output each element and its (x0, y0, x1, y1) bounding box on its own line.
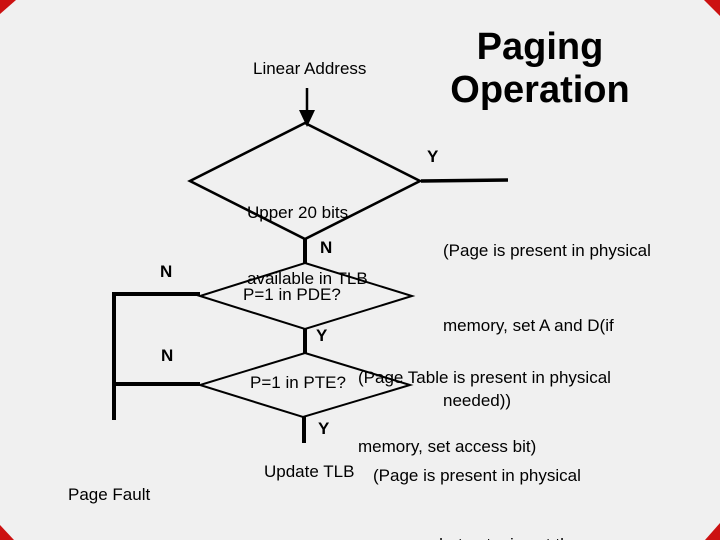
tlb-yes-branch-line (420, 178, 509, 183)
note-pte-hit-line-2: memory but entry is not there (373, 533, 605, 540)
update-tlb-label: Update TLB (264, 462, 355, 481)
tlb-yes-label: Y (427, 147, 439, 166)
slide-title-line-1: Paging (476, 26, 604, 68)
corner-accent-bottom-left (0, 525, 14, 540)
note-pde-hit-line-2: memory, set access bit) (358, 437, 537, 456)
tlb-no-label: N (320, 238, 333, 257)
pte-yes-label: Y (318, 419, 330, 438)
note-tlb-hit-line-1: (Page is present in physical (443, 241, 651, 260)
note-tlb-hit-line-2: memory, set A and D(if (443, 316, 614, 335)
diamond-tlb-label-line-2: available in TLB (247, 269, 368, 288)
diamond-tlb-label: Upper 20 bits available in TLB (247, 158, 368, 334)
corner-accent-top-left (0, 0, 16, 14)
corner-accent-bottom-right (705, 523, 720, 540)
slide-title-line-2: Operation (450, 69, 630, 111)
linear-address-label: Linear Address (253, 59, 367, 78)
note-pte-hit-line-1: (Page is present in physical (373, 466, 581, 485)
note-tlb-hit-line-3: needed)) (443, 391, 512, 410)
pte-no-label: N (161, 346, 174, 365)
note-pte-hit: (Page is present in physical memory but … (373, 418, 605, 540)
down-arrowhead-icon (299, 110, 315, 127)
diamond-pde-label: P=1 in PDE? (243, 285, 341, 304)
page-fault-exception-label: Page Fault Exception (68, 437, 150, 540)
diamond-pte-label: P=1 in PTE? (250, 373, 346, 392)
slide-title: Paging Operation (420, 26, 660, 112)
note-pde-hit-line-1: (Page Table is present in physical (358, 368, 611, 387)
page-fault-line-1: Page Fault (68, 485, 151, 504)
note-tlb-hit: (Page is present in physical memory, set… (443, 188, 651, 463)
diamond-tlb-label-line-1: Upper 20 bits (247, 203, 349, 222)
corner-accent-top-right (704, 0, 720, 16)
pde-yes-label: Y (316, 326, 328, 345)
note-pde-hit: (Page Table is present in physical memor… (358, 320, 611, 504)
pde-no-label: N (160, 262, 173, 281)
pde-no-elbow-connector (112, 292, 200, 420)
